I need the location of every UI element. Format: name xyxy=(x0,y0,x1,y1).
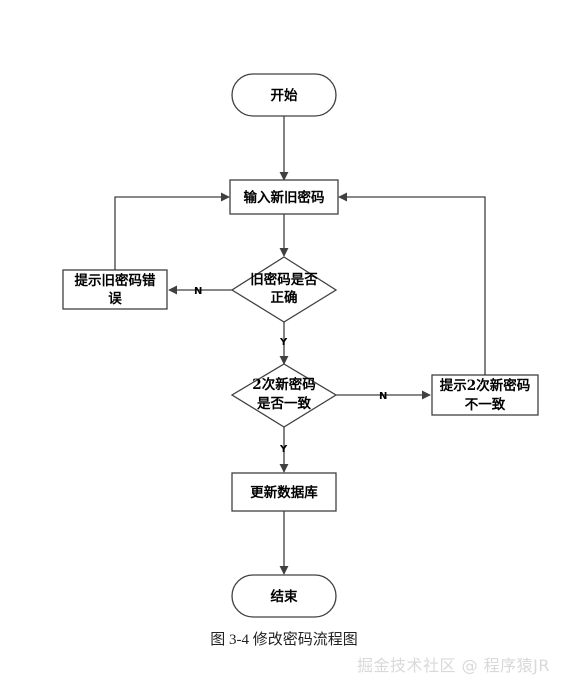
input-label: 输入新旧密码 xyxy=(244,189,325,206)
end-label: 结束 xyxy=(271,588,298,605)
edge-label-match-yes: Y xyxy=(279,444,288,455)
figure-caption: 图 3-4 修改密码流程图 xyxy=(210,632,358,648)
watermark: 掘金技术社区 @ 程序猿JR xyxy=(356,656,550,675)
check-match-decision-shape xyxy=(230,363,338,428)
input-process-shape xyxy=(229,179,339,215)
edges xyxy=(114,116,486,575)
update-db-label: 更新数据库 xyxy=(250,484,318,501)
edge-label-old-no: N xyxy=(194,286,202,297)
edge-mismatch-back-to-input xyxy=(338,192,486,375)
edge-label-old-yes: Y xyxy=(279,337,288,348)
check-old-decision-shape xyxy=(230,256,338,323)
check-match-label-line2: 是否一致 xyxy=(257,395,311,412)
edge-label-match-no: N xyxy=(379,391,387,402)
check-match-label-line1: 2次新密码 xyxy=(252,376,315,393)
node-mismatch: 提示2次新密码 不一致 xyxy=(431,374,539,416)
edge-old-error-back-to-input xyxy=(114,192,230,270)
start-label: 开始 xyxy=(271,87,298,104)
node-update-db: 更新数据库 xyxy=(231,472,337,512)
node-old-error: 提示旧密码错 误 xyxy=(62,269,168,310)
check-old-label-line2: 正确 xyxy=(271,289,298,306)
node-check-match: 2次新密码 是否一致 xyxy=(230,363,338,428)
old-error-label-line1: 提示旧密码错 xyxy=(75,272,156,289)
start-terminal-shape xyxy=(231,73,337,117)
mismatch-label-line1: 提示2次新密码 xyxy=(440,377,530,394)
mismatch-label-line2: 不一致 xyxy=(465,396,506,413)
old-error-process-shape xyxy=(62,269,168,310)
mismatch-process-shape xyxy=(431,374,539,416)
node-input: 输入新旧密码 xyxy=(229,179,339,215)
update-db-process-shape xyxy=(231,472,337,512)
node-start: 开始 xyxy=(231,73,337,117)
end-terminal-shape xyxy=(231,574,337,618)
node-end: 结束 xyxy=(231,574,337,618)
old-error-label-line2: 误 xyxy=(108,291,122,307)
node-check-old: 旧密码是否 正确 xyxy=(230,256,338,323)
check-old-label-line1: 旧密码是否 xyxy=(250,271,318,288)
